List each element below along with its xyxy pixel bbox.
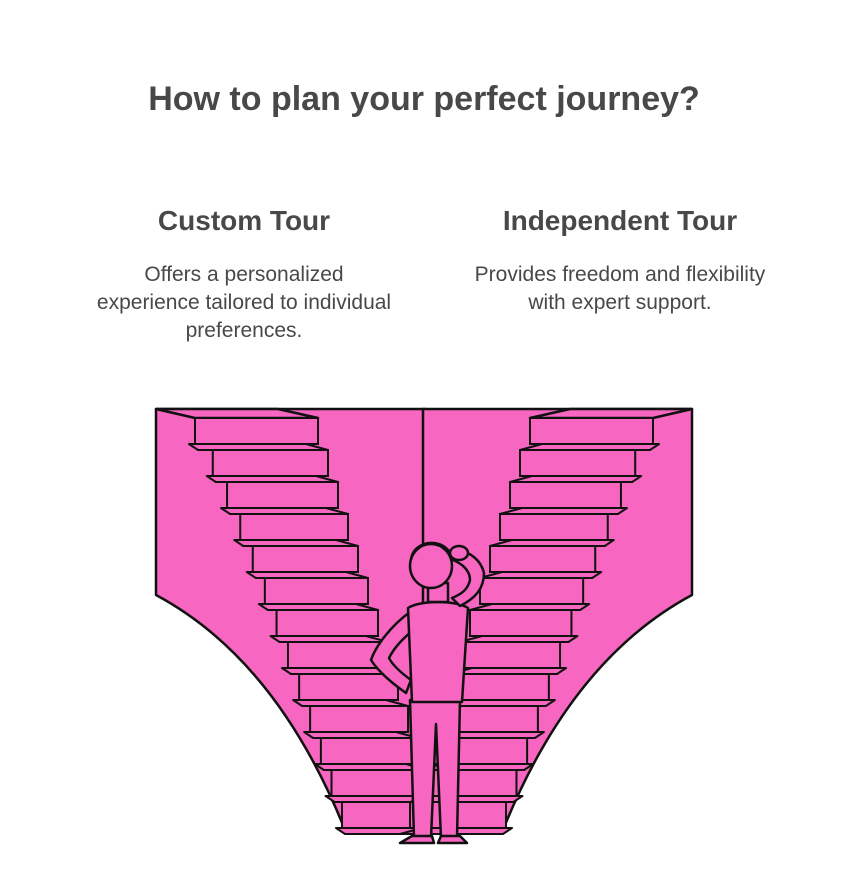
stair-riser [226,481,340,509]
stair-riser [529,417,654,445]
stair-riser [298,673,399,701]
stair-riser [319,737,419,765]
option-description: Offers a personalized experience tailore… [96,263,392,342]
stair-riser [459,641,562,669]
stair-riser [275,609,379,637]
stair-riser [499,513,609,541]
stair-riser [509,481,622,509]
option-heading: Custom Tour [157,205,331,236]
option-custom-tour: Custom Tour Offers a personalized experi… [94,205,394,345]
option-independent-tour: Independent Tour Provides freedom and fl… [470,205,770,317]
stair-riser [449,673,550,701]
stair-riser [479,577,585,605]
stair-riser [239,513,349,541]
stair-riser [263,577,369,605]
stair-riser [211,449,329,477]
staircase-left-icon [154,407,449,835]
stair-riser [489,545,597,573]
thinking-person-icon [369,541,486,845]
stair-riser [194,417,319,445]
stair-riser [251,545,359,573]
stair-riser [469,609,573,637]
stair-riser [519,449,637,477]
stair-riser [419,769,518,797]
stair-riser [309,705,410,733]
page-title: How to plan your perfect journey? [148,80,700,118]
option-heading: Independent Tour [502,205,738,236]
option-description: Provides freedom and flexibility with ex… [474,263,766,314]
stair-riser [286,641,389,669]
